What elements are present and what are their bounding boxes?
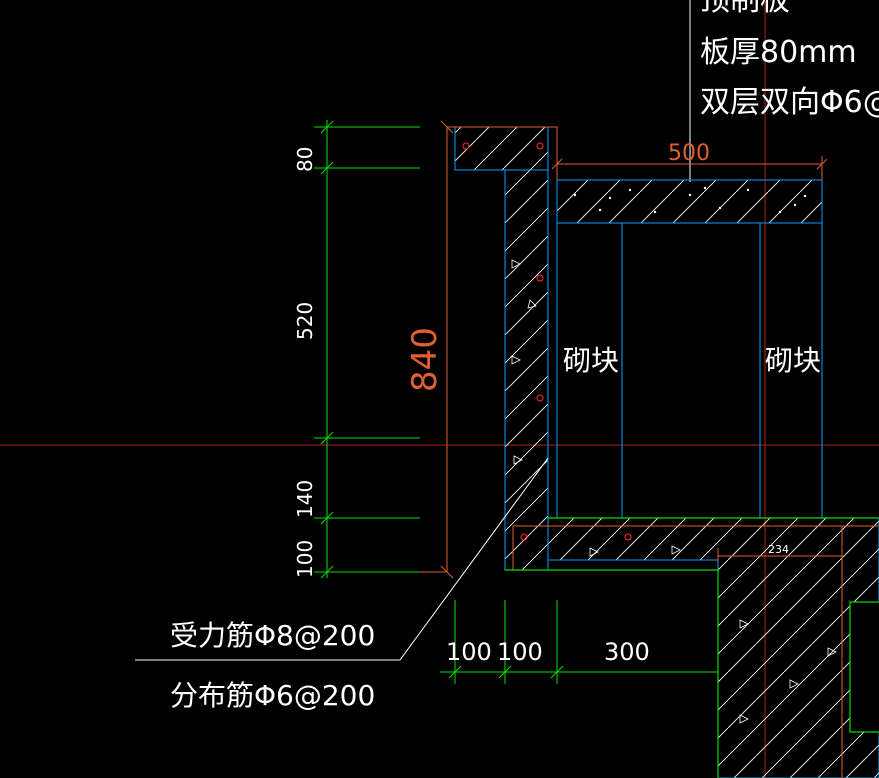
slab-note-line3: 双层双向Φ6@15 xyxy=(700,85,879,120)
precast-slab xyxy=(556,179,823,224)
rebar-distribution-note: 分布筋Φ6@200 xyxy=(170,679,375,712)
dim-520-label: 520 xyxy=(293,302,317,340)
overall-height-dimension xyxy=(420,120,454,579)
bottom-dimension-chain xyxy=(440,600,719,684)
block-right-label: 砌块 xyxy=(765,344,821,377)
floor-beam xyxy=(505,517,879,778)
dim-234-label: 234 xyxy=(768,543,789,556)
block-left-label: 砌块 xyxy=(563,344,619,377)
slab-note-line2: 板厚80mm xyxy=(700,35,857,70)
top-width-label: 500 xyxy=(668,141,710,166)
slab-note: 顶制板 板厚80mm 双层双向Φ6@15 xyxy=(700,0,879,120)
rebar-leader xyxy=(135,457,549,661)
slab-note-line1: 顶制板 xyxy=(700,0,790,18)
vertical-dimension-chain xyxy=(314,120,420,579)
rebar-main-note: 受力筋Φ8@200 xyxy=(170,619,375,652)
dim-bottom-100b-label: 100 xyxy=(497,638,543,666)
top-width-dimension xyxy=(551,156,828,180)
dim-bottom-300-label: 300 xyxy=(604,638,650,666)
dim-80-label: 80 xyxy=(293,147,317,172)
dim-140-label: 140 xyxy=(293,480,317,518)
dim-bottom-100a-label: 100 xyxy=(446,638,492,666)
small-dimension xyxy=(717,548,843,562)
overall-height-label: 840 xyxy=(405,327,445,392)
dim-100-label: 100 xyxy=(293,540,317,578)
